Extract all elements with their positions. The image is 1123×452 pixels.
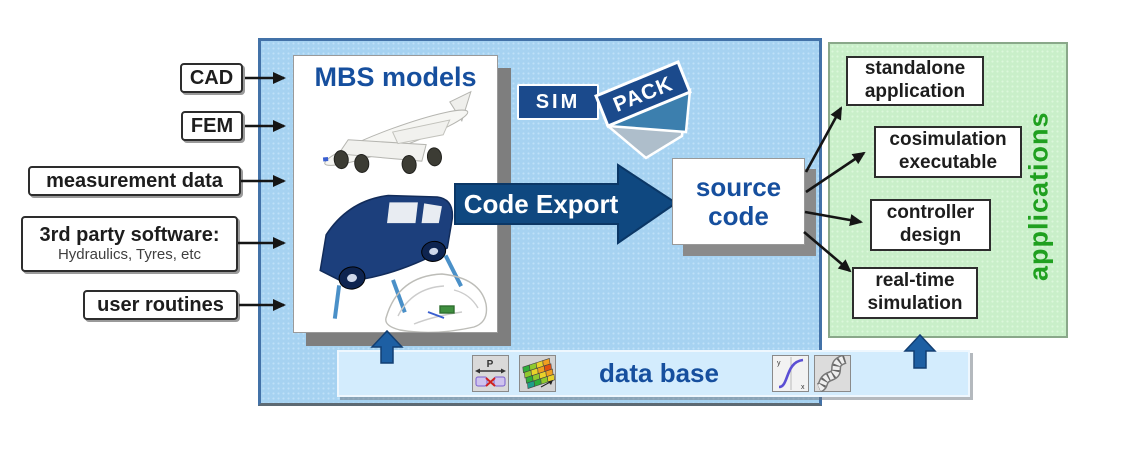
database-bar: P data base y x xyxy=(337,350,970,397)
input-label: user routines xyxy=(97,294,224,316)
input-box-3rd-party-software: 3rd party software: Hydraulics, Tyres, e… xyxy=(21,216,238,272)
parameter-joint-icon: P xyxy=(472,355,509,392)
code-export-label: Code Export xyxy=(463,188,619,219)
input-label: FEM xyxy=(190,115,234,137)
app-box-standalone-application: standalone application xyxy=(846,56,984,106)
parameter-letter: P xyxy=(487,359,494,370)
app-label: simulation xyxy=(867,293,963,314)
airplane-image xyxy=(322,90,472,175)
surface-mesh-icon xyxy=(519,355,556,392)
app-box-controller-design: controller design xyxy=(870,199,991,251)
app-label: design xyxy=(899,225,962,246)
code-export-arrow xyxy=(454,163,678,245)
mbs-models-title: MBS models xyxy=(314,62,477,92)
source-code-line1: source xyxy=(695,171,782,202)
app-label: controller xyxy=(886,202,975,224)
mbs-models-illustration xyxy=(319,90,488,332)
track-icon xyxy=(814,355,851,392)
input-box-measurement-data: measurement data xyxy=(28,166,241,196)
app-box-cosimulation-executable: cosimulation executable xyxy=(874,126,1022,178)
applications-panel-label: applications xyxy=(1023,111,1054,281)
source-code-line2: code xyxy=(708,200,769,231)
input-label: measurement data xyxy=(46,170,223,192)
input-box-cad: CAD xyxy=(180,63,243,93)
input-label: 3rd party software: xyxy=(39,224,220,247)
input-box-user-routines: user routines xyxy=(83,290,238,320)
app-label: standalone xyxy=(864,58,966,80)
input-box-fem: FEM xyxy=(181,111,243,141)
wireframe-car-sketch xyxy=(385,273,488,332)
simpack-logo-pack: PACK xyxy=(594,60,692,160)
app-box-real-time-simulation: real-time simulation xyxy=(852,267,978,319)
simpack-logo-sim: SIM xyxy=(517,84,599,120)
curve-x-label: x xyxy=(801,384,805,391)
input-label: CAD xyxy=(189,67,234,89)
source-code-box: source code xyxy=(672,158,805,245)
app-label: application xyxy=(864,81,966,102)
app-label: cosimulation xyxy=(889,129,1007,151)
app-label: executable xyxy=(898,152,998,173)
curve-plot-icon: y x xyxy=(772,355,809,392)
database-label: data base xyxy=(599,358,719,388)
app-label: real-time xyxy=(875,270,955,292)
sim-logo-text: SIM xyxy=(535,90,581,113)
car-image xyxy=(319,194,463,319)
input-sublabel: Hydraulics, Tyres, etc xyxy=(57,246,202,264)
curve-y-label: y xyxy=(777,360,781,367)
